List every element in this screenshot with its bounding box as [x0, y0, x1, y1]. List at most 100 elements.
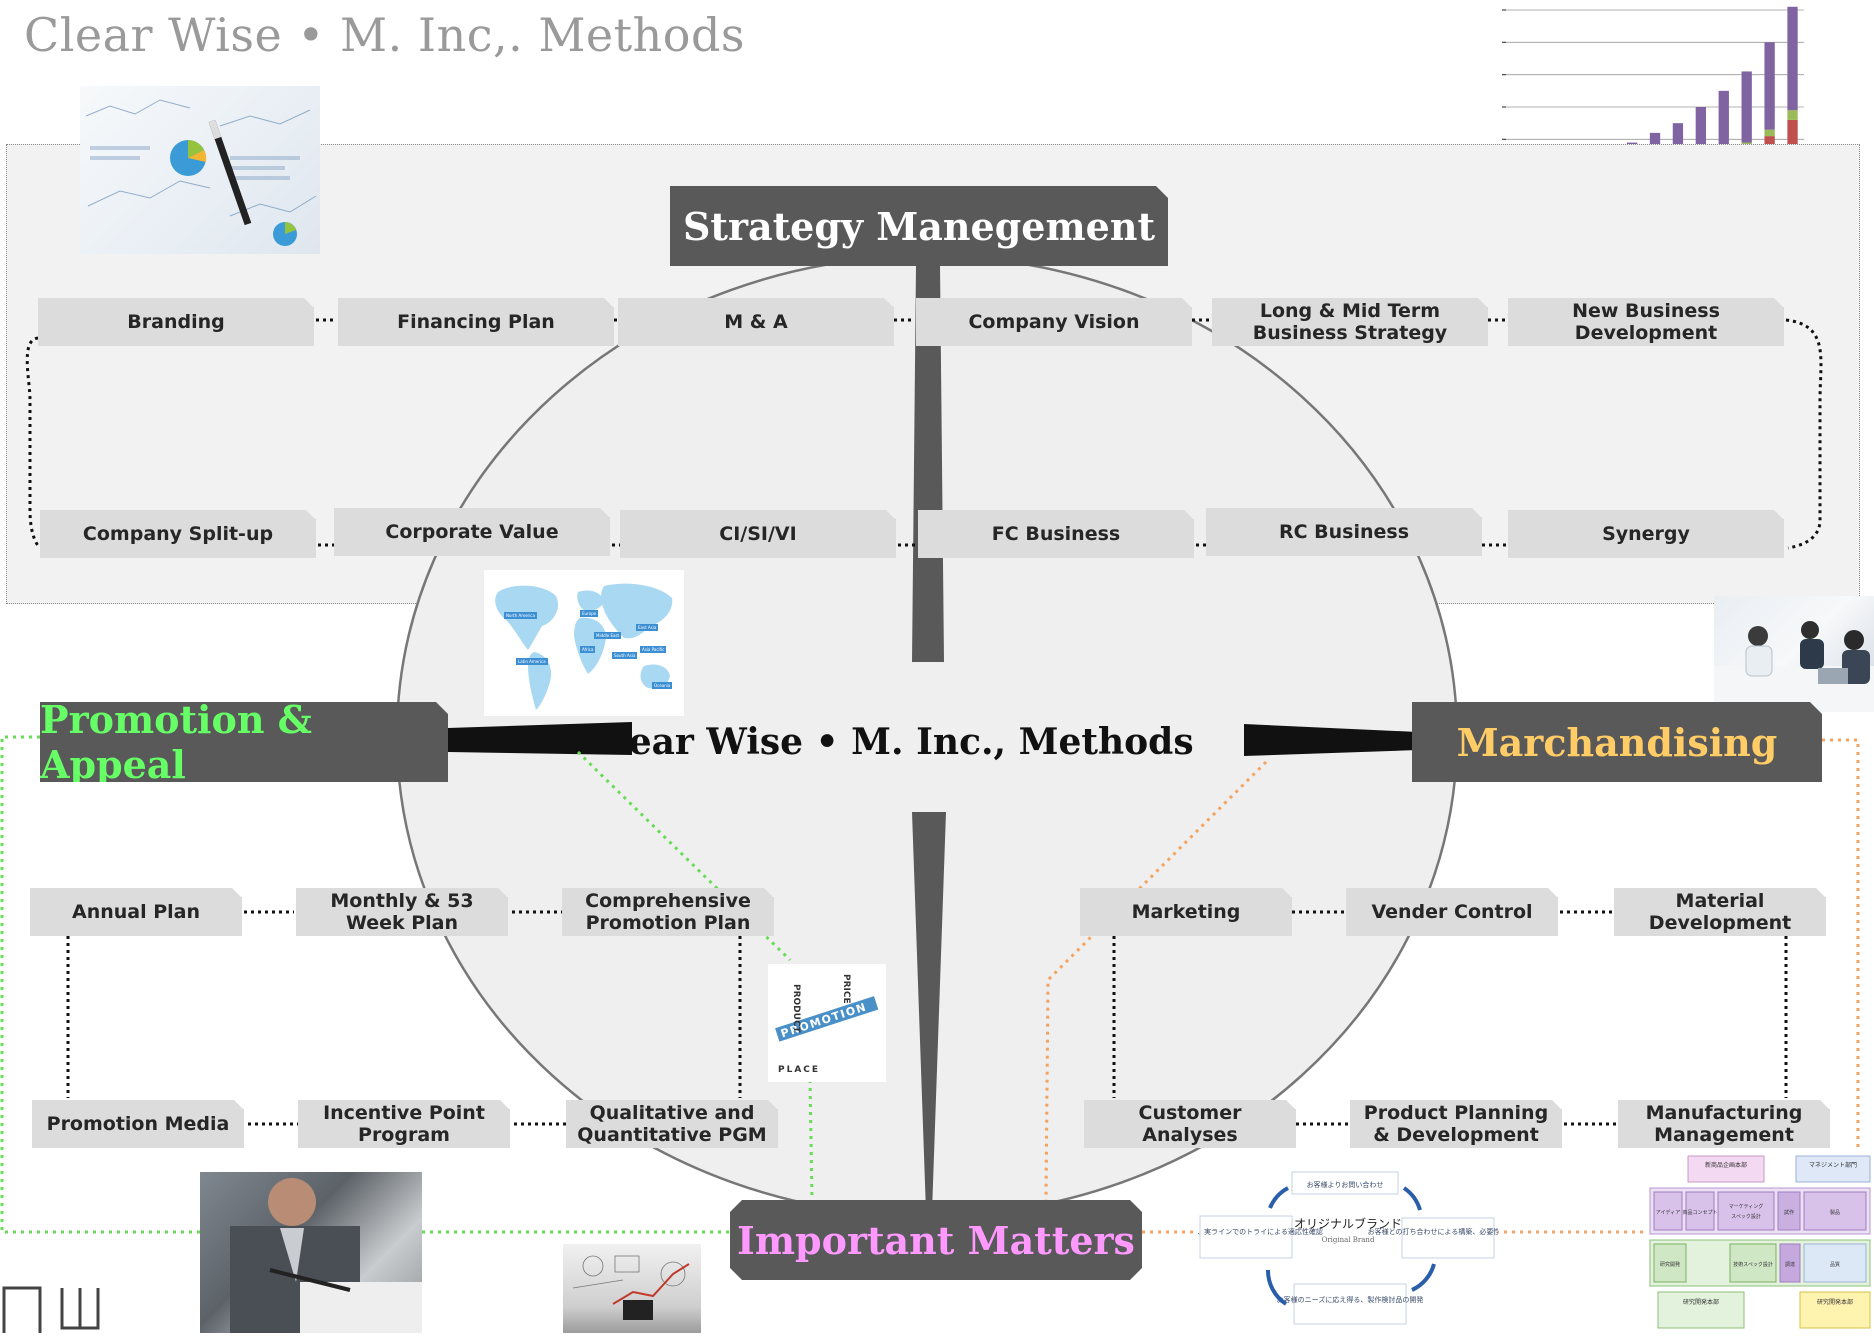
brand-cycle-diagram: お客様よりお問い合わせ お客様との打ち合わせによる構築、必要性能の把握 お客様の… — [1198, 1166, 1498, 1330]
tab-label-line2: Week Plan — [345, 912, 459, 934]
tab-label: RC Business — [1278, 521, 1410, 543]
tab-customer-analyses[interactable]: Customer Analyses — [1084, 1100, 1296, 1148]
scrabble-photo-icon: PROMOTION PRODUCT PRICE PLACE — [775, 974, 879, 1075]
wedge-right — [1244, 724, 1418, 756]
flow-label: マネジメント部門 — [1809, 1161, 1857, 1169]
map-label: South Asia — [612, 652, 638, 659]
chart-bar-segment — [1672, 123, 1684, 162]
tab-label-line2: & Development — [1373, 1124, 1539, 1146]
important-header-label: Important Matters — [737, 1217, 1135, 1263]
tab-manufacturing-management[interactable]: Manufacturing Management — [1618, 1100, 1830, 1148]
tab-annual-plan[interactable]: Annual Plan — [30, 888, 242, 936]
tab-label-line2: Quantitative PGM — [577, 1124, 767, 1146]
page-title: Clear Wise • M. Inc,. Methods — [24, 8, 746, 62]
flow-label: スペック設計 — [1731, 1213, 1761, 1220]
cycle-step-right: お客様との打ち合わせによる構築、必要性能の把握 — [1368, 1227, 1498, 1236]
flow-label: 商品コンセプト — [1682, 1209, 1717, 1216]
tab-corporate-value[interactable]: Corporate Value — [334, 508, 610, 556]
tab-branding[interactable]: Branding — [38, 298, 314, 346]
chart-bar-segment — [1787, 110, 1798, 120]
chart-bar-segment — [1787, 119, 1798, 153]
tab-label-line1: Long & Mid Term — [1259, 300, 1441, 322]
scrabble-word: PRICE — [841, 974, 851, 1004]
tab-label: FC Business — [991, 523, 1121, 545]
tab-comprehensive-promotion-plan[interactable]: Comprehensive Promotion Plan — [562, 888, 774, 936]
cycle-title: オリジナルブランド — [1294, 1216, 1402, 1231]
tab-label-line1: Customer — [1138, 1102, 1242, 1124]
tab-label: Company Split-up — [82, 523, 274, 545]
merchandising-link-line — [1044, 738, 1860, 1234]
cycle-step-left: 開発品の、実ラインでのトライによる適応性確認 — [1198, 1227, 1323, 1236]
tab-label-line1: Comprehensive — [585, 890, 751, 912]
tab-label: Vender Control — [1371, 901, 1533, 923]
cycle-step-bottom: お客様のニーズに応え得る、製作検討品の開発 — [1277, 1295, 1424, 1304]
tab-m-and-a[interactable]: M & A — [618, 298, 894, 346]
tab-material-development[interactable]: Material Development — [1614, 888, 1826, 936]
merchandising-header: Marchandising — [1412, 702, 1822, 782]
corner-logo-icon — [0, 1280, 110, 1333]
tab-incentive-point-program[interactable]: Incentive Point Program — [298, 1100, 510, 1148]
strategy-header: Strategy Manegement — [670, 186, 1168, 266]
map-label: Latin America — [516, 658, 548, 665]
tab-marketing[interactable]: Marketing — [1080, 888, 1292, 936]
tab-label-line2: Business Strategy — [1252, 322, 1448, 344]
tab-financing-plan[interactable]: Financing Plan — [338, 298, 614, 346]
cycle-subtitle: Original Brand — [1322, 1236, 1375, 1244]
scrabble-word: PRODUCT — [791, 984, 801, 1034]
tab-rc-business[interactable]: RC Business — [1206, 508, 1482, 556]
tab-vender-control[interactable]: Vender Control — [1346, 888, 1558, 936]
tab-label-line1: Product Planning — [1363, 1102, 1549, 1124]
tab-label-line2: Management — [1654, 1124, 1794, 1146]
map-label: Oceania — [652, 682, 673, 689]
tab-new-business-development[interactable]: New Business Development — [1508, 298, 1784, 346]
world-map-icon — [495, 583, 673, 710]
tab-label: CI/SI/VI — [719, 523, 797, 545]
strategy-header-label: Strategy Manegement — [682, 203, 1156, 249]
tab-label-line2: Development — [1648, 912, 1792, 934]
tab-label: Branding — [127, 311, 225, 333]
tab-label: Corporate Value — [385, 521, 559, 543]
flow-chart-svg: 新商品企画本部 マネジメント部門 アイディア 商品コンセプト マーケティング ス… — [1649, 1155, 1871, 1329]
tab-monthly-53-week-plan[interactable]: Monthly & 53 Week Plan — [296, 888, 508, 936]
tab-fc-business[interactable]: FC Business — [918, 510, 1194, 558]
tab-company-split-up[interactable]: Company Split-up — [40, 510, 316, 558]
tab-label: Financing Plan — [397, 311, 555, 333]
map-label: North America — [504, 612, 537, 619]
chart-bar-segment — [1741, 71, 1752, 143]
tab-label-line1: Qualitative and — [589, 1102, 755, 1124]
scrabble-word: PLACE — [778, 1065, 820, 1075]
tab-label-line2: Promotion Plan — [585, 912, 751, 934]
flow-label: 研究開発 — [1660, 1261, 1680, 1268]
merchandising-connectors — [1112, 910, 1788, 1126]
flow-label: マーケティング — [1729, 1203, 1764, 1210]
tab-label: Promotion Media — [46, 1113, 230, 1135]
business-photo — [200, 1172, 422, 1333]
important-matters-header: Important Matters — [730, 1200, 1142, 1280]
scrabble-photo: PROMOTION PRODUCT PRICE PLACE — [768, 964, 886, 1082]
tab-qualitative-quantitative-pgm[interactable]: Qualitative and Quantitative PGM — [566, 1100, 778, 1148]
map-label: East Asia — [636, 624, 659, 631]
tab-synergy[interactable]: Synergy — [1508, 510, 1784, 558]
chart-bar-segment — [1787, 6, 1798, 111]
chart-bar-segment — [1764, 129, 1775, 137]
tab-ci-si-vi[interactable]: CI/SI/VI — [620, 510, 896, 558]
cycle-step-top: お客様よりお問い合わせ — [1307, 1180, 1384, 1189]
brand-cycle-svg: お客様よりお問い合わせ お客様との打ち合わせによる構築、必要性能の把握 お客様の… — [1198, 1171, 1498, 1325]
wedge-left — [448, 722, 632, 755]
sketch-photo — [563, 1244, 701, 1333]
tab-label: M & A — [724, 311, 788, 333]
meeting-photo-icon — [1714, 621, 1874, 712]
map-label: Europe — [580, 610, 599, 617]
flow-label: 製品 — [1830, 1209, 1840, 1216]
tab-company-vision[interactable]: Company Vision — [916, 298, 1192, 346]
tab-long-mid-term-strategy[interactable]: Long & Mid Term Business Strategy — [1212, 298, 1488, 346]
flow-label: 品質 — [1830, 1261, 1840, 1268]
tab-label: Synergy — [1602, 523, 1690, 545]
tab-product-planning-development[interactable]: Product Planning & Development — [1350, 1100, 1562, 1148]
tab-promotion-media[interactable]: Promotion Media — [32, 1100, 244, 1148]
flow-label: 技術スペック設計 — [1733, 1261, 1773, 1268]
flow-label: 調達 — [1785, 1261, 1795, 1268]
chart-bar-segment — [1718, 90, 1729, 150]
tab-label-line1: Material — [1675, 890, 1765, 912]
